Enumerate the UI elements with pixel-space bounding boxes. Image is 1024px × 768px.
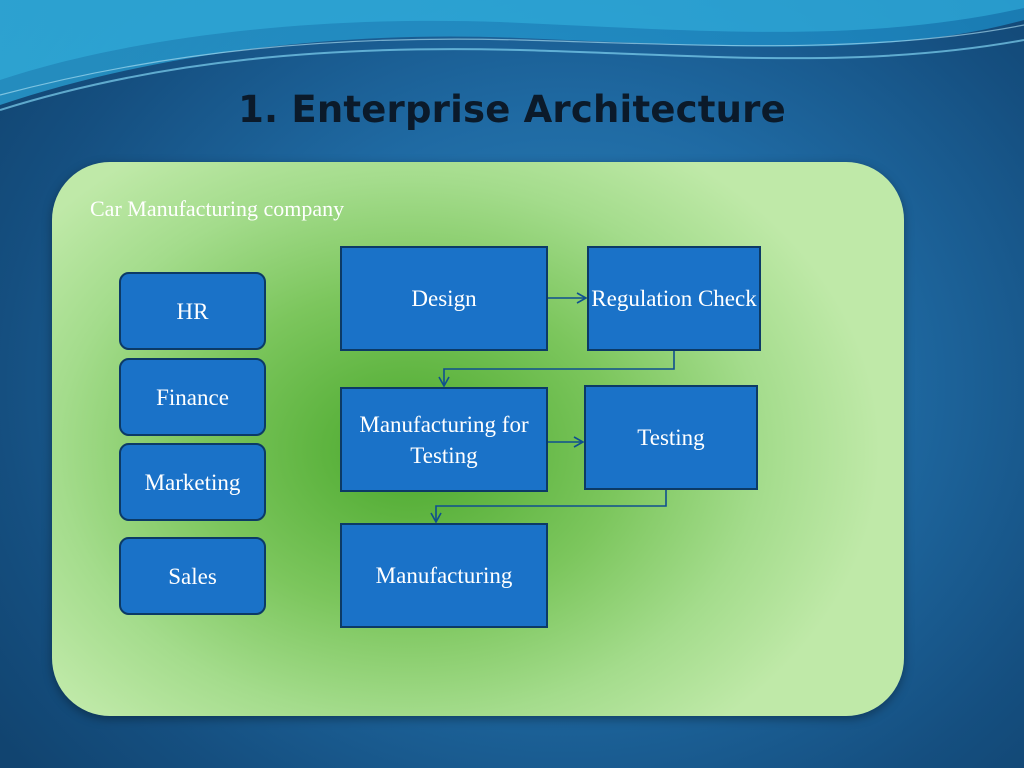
slide-title: 1. Enterprise Architecture	[238, 88, 786, 131]
design-box: Design	[340, 246, 548, 351]
dept-marketing-box: Marketing	[119, 443, 266, 521]
manufacturing-box: Manufacturing	[340, 523, 548, 628]
panel-label: Car Manufacturing company	[90, 196, 345, 221]
dept-finance-box: Finance	[119, 358, 266, 436]
header-wave-decoration	[0, 0, 1024, 111]
dept-hr-box: HR	[119, 272, 266, 350]
manufacturing-for-testing-box: Manufacturing for Testing	[340, 387, 548, 492]
regulation-check-box: Regulation Check	[587, 246, 761, 351]
dept-sales-box: Sales	[119, 537, 266, 615]
testing-box: Testing	[584, 385, 758, 490]
